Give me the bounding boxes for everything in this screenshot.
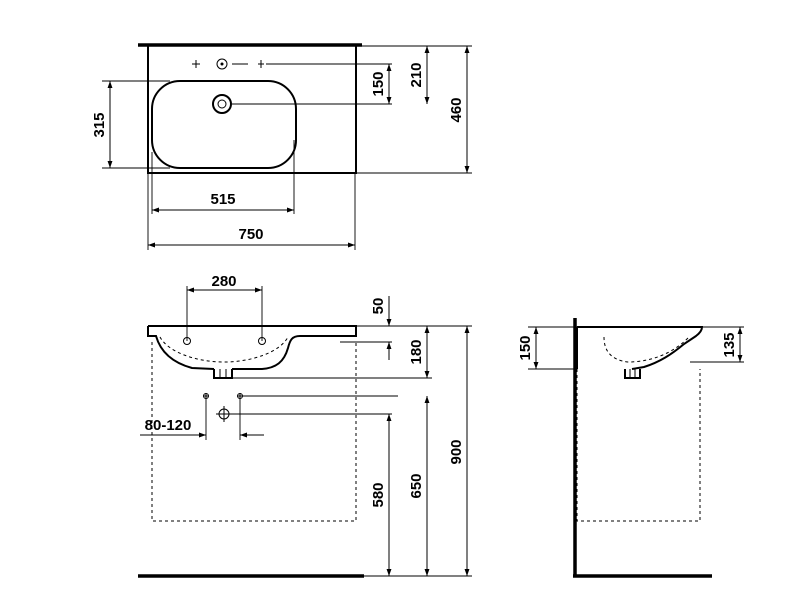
dim-315: 315 xyxy=(91,112,108,137)
dim-650: 650 xyxy=(408,473,425,498)
side-drain xyxy=(624,369,641,379)
dim-80-120: 80-120 xyxy=(145,417,192,434)
side-basin-outline xyxy=(577,326,704,370)
dim-150-side: 150 xyxy=(517,335,534,360)
top-view: 150 210 460 315 515 750 xyxy=(91,43,472,250)
front-drain xyxy=(213,369,233,379)
dim-580: 580 xyxy=(370,482,387,507)
dim-180: 180 xyxy=(408,339,425,364)
dim-460: 460 xyxy=(448,97,465,122)
waste-fittings xyxy=(203,393,243,422)
dim-280: 280 xyxy=(211,273,236,290)
front-basin-inner xyxy=(159,336,289,363)
top-view-bowl xyxy=(151,80,297,169)
side-basin-inner xyxy=(603,336,689,363)
front-basin-outline-left xyxy=(147,326,215,370)
front-view: 280 50 180 900 580 650 80-120 xyxy=(138,273,472,578)
dim-210: 210 xyxy=(408,62,425,87)
dim-150-top: 150 xyxy=(370,71,387,96)
tap-holes xyxy=(192,58,264,70)
dim-50: 50 xyxy=(370,298,387,315)
dim-135: 135 xyxy=(721,332,738,357)
side-view: 150 135 xyxy=(517,318,744,578)
dim-515: 515 xyxy=(210,191,235,208)
front-basin-outline-right xyxy=(148,325,357,370)
side-cabinet-outline xyxy=(576,369,701,522)
dim-750: 750 xyxy=(238,226,263,243)
drain-icon xyxy=(212,94,232,114)
top-view-outline xyxy=(147,46,357,174)
dim-900: 900 xyxy=(448,439,465,464)
